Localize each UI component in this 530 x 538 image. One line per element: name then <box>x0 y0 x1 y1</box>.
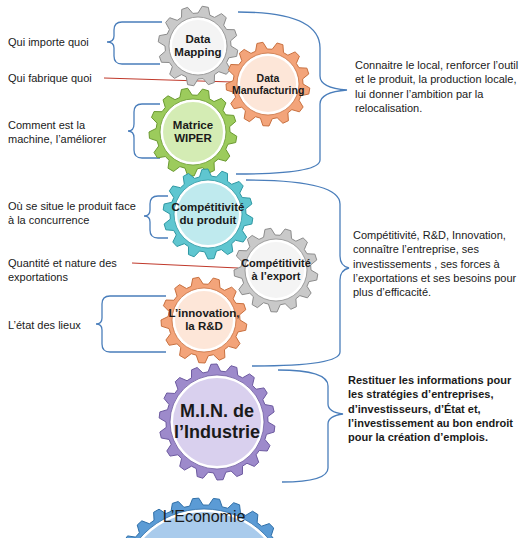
gear-produit: Compétitivité du produit <box>163 169 253 259</box>
question-label: Qui importe quoi <box>8 35 108 49</box>
gear-economie: L’Economie <box>108 494 300 538</box>
gear-teeth <box>158 6 238 86</box>
gear-label: Compétitivité du produit <box>170 201 247 227</box>
gear-teeth <box>149 88 237 176</box>
note-text: Restituer les informations pour les stra… <box>348 373 526 444</box>
gear-matrice: Matrice WIPER <box>149 88 237 176</box>
gear-label: Data Mapping <box>164 33 233 59</box>
question-label: Où se situe le produit face à la concurr… <box>8 199 142 228</box>
gear-min: M.I.N. de l’Industrie <box>159 364 275 480</box>
leader-line <box>132 263 238 268</box>
gear-label: M.I.N. de l’Industrie <box>167 401 267 442</box>
gear-export: Compétitivité à l’export <box>234 228 318 312</box>
left-brace <box>107 22 162 64</box>
gear-teeth <box>161 277 247 363</box>
gear-label: Data Manufacturing <box>232 72 304 96</box>
gear-teeth <box>234 228 318 312</box>
gear-teeth <box>159 364 275 480</box>
question-label: L’état des lieux <box>8 318 94 332</box>
gear-label: Matrice WIPER <box>155 119 231 145</box>
gear-teeth <box>226 42 310 126</box>
gear-teeth <box>163 169 253 259</box>
gear-label: L’innovation, la R&D <box>167 307 241 333</box>
gear-label: Compétitivité à l’export <box>240 257 312 282</box>
note-text: Compétitivité, R&D, Innovation, connaîtr… <box>353 228 527 299</box>
gear-teeth <box>108 498 300 538</box>
left-brace <box>144 196 168 238</box>
gear-data-mapping: Data Mapping <box>158 6 238 86</box>
left-brace <box>96 296 166 352</box>
question-label: Qui fabrique quoi <box>8 71 108 85</box>
gear-label: L’Economie <box>138 508 270 526</box>
right-brace <box>278 370 343 482</box>
gear-innovation: L’innovation, la R&D <box>161 277 247 363</box>
gear-data-manufacturing: Data Manufacturing <box>226 42 310 126</box>
question-label: Comment est la machine, l’améliorer <box>8 118 126 147</box>
note-text: Connaitre le local, renforcer l’outil et… <box>355 58 525 115</box>
question-label: Quantité et nature des exportations <box>8 256 130 285</box>
gear-ring <box>119 509 289 538</box>
